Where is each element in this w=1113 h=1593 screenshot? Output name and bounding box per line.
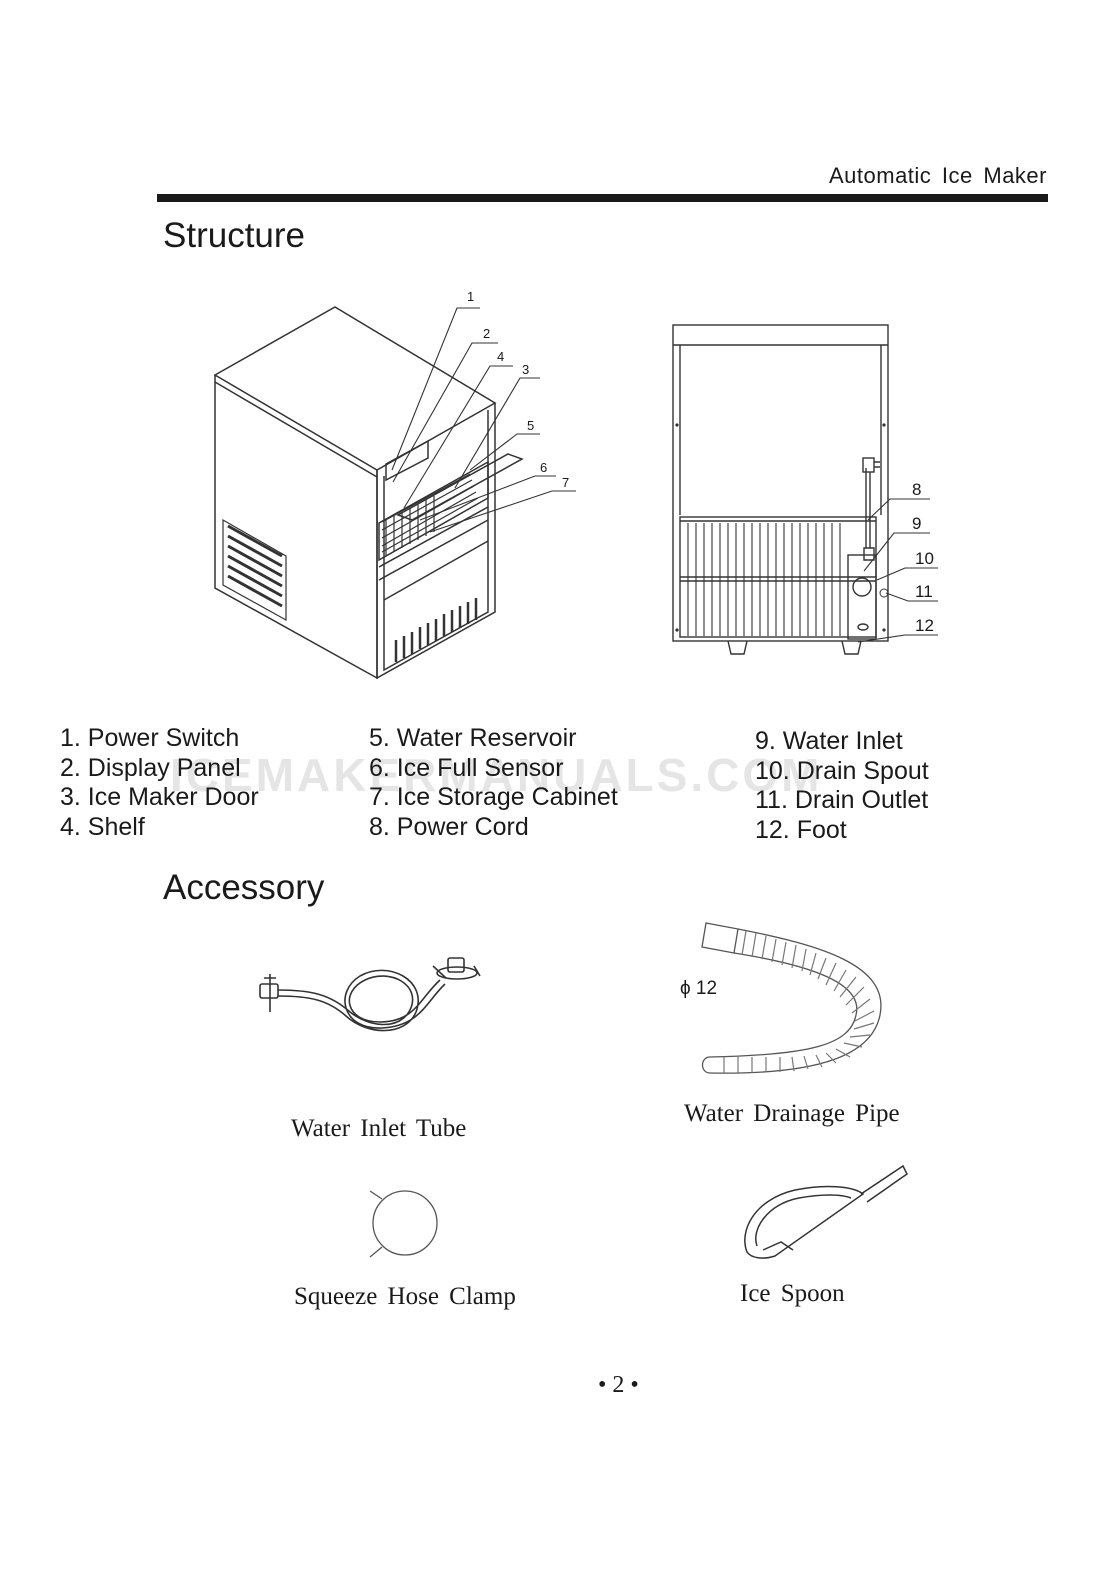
callout-1: 1 bbox=[467, 289, 474, 304]
part-item: 1. Power Switch bbox=[60, 724, 240, 752]
parts-list-col1: 1. Power Switch 2. Display Panel 3. Ice … bbox=[60, 724, 259, 842]
ice-maker-front-illustration: 1 2 4 3 5 6 7 bbox=[213, 289, 576, 680]
drainage-pipe-icon bbox=[701, 922, 882, 1074]
part-item: 2. Display Panel bbox=[60, 753, 241, 782]
callout-9: 9 bbox=[912, 514, 921, 533]
watermark: ICEMAKERMANUALS.COM bbox=[170, 749, 823, 801]
water-drainage-pipe-label: Water Drainage Pipe bbox=[684, 1100, 900, 1127]
callout-6: 6 bbox=[540, 460, 547, 475]
squeeze-hose-clamp-label: Squeeze Hose Clamp bbox=[294, 1283, 516, 1310]
header-rule bbox=[157, 194, 1048, 202]
callout-10: 10 bbox=[915, 549, 934, 568]
part-item: 9. Water Inlet bbox=[755, 727, 903, 755]
part-item: 6. Ice Full Sensor bbox=[369, 753, 564, 782]
page-number: • 2 • bbox=[598, 1372, 639, 1398]
part-item: 7. Ice Storage Cabinet bbox=[369, 783, 618, 811]
ice-spoon-icon bbox=[744, 1164, 908, 1259]
part-item: 4. Shelf bbox=[60, 812, 145, 841]
part-item: 8. Power Cord bbox=[369, 812, 529, 841]
callout-7: 7 bbox=[562, 475, 569, 490]
callout-3: 3 bbox=[522, 362, 529, 377]
parts-list-col2: 5. Water Reservoir 6. Ice Full Sensor 7.… bbox=[369, 724, 618, 842]
hose-clamp-icon bbox=[369, 1190, 438, 1258]
part-item: 11. Drain Outlet bbox=[755, 786, 929, 814]
accessory-title: Accessory bbox=[163, 868, 325, 907]
ice-maker-rear-illustration: 8 9 10 11 12 bbox=[672, 324, 938, 655]
parts-list-col3: 9. Water Inlet 10. Drain Spout 11. Drain… bbox=[755, 727, 929, 845]
ice-spoon-label: Ice Spoon bbox=[740, 1280, 845, 1307]
callout-12: 12 bbox=[915, 616, 934, 635]
part-item: 3. Ice Maker Door bbox=[60, 783, 259, 811]
part-item: 12. Foot bbox=[755, 815, 847, 844]
part-item: 10. Drain Spout bbox=[755, 756, 929, 785]
callout-5: 5 bbox=[527, 418, 534, 433]
part-item: 5. Water Reservoir bbox=[369, 724, 577, 752]
callout-8: 8 bbox=[912, 480, 921, 499]
callout-11: 11 bbox=[915, 582, 933, 601]
callout-2: 2 bbox=[483, 326, 490, 341]
water-inlet-tube-label: Water Inlet Tube bbox=[291, 1115, 467, 1142]
callout-4: 4 bbox=[497, 349, 504, 364]
header-title: Automatic Ice Maker bbox=[828, 163, 1047, 188]
water-inlet-tube-icon bbox=[259, 957, 481, 1032]
structure-title: Structure bbox=[163, 216, 305, 255]
pipe-diameter-label: ϕ 12 bbox=[680, 978, 718, 999]
